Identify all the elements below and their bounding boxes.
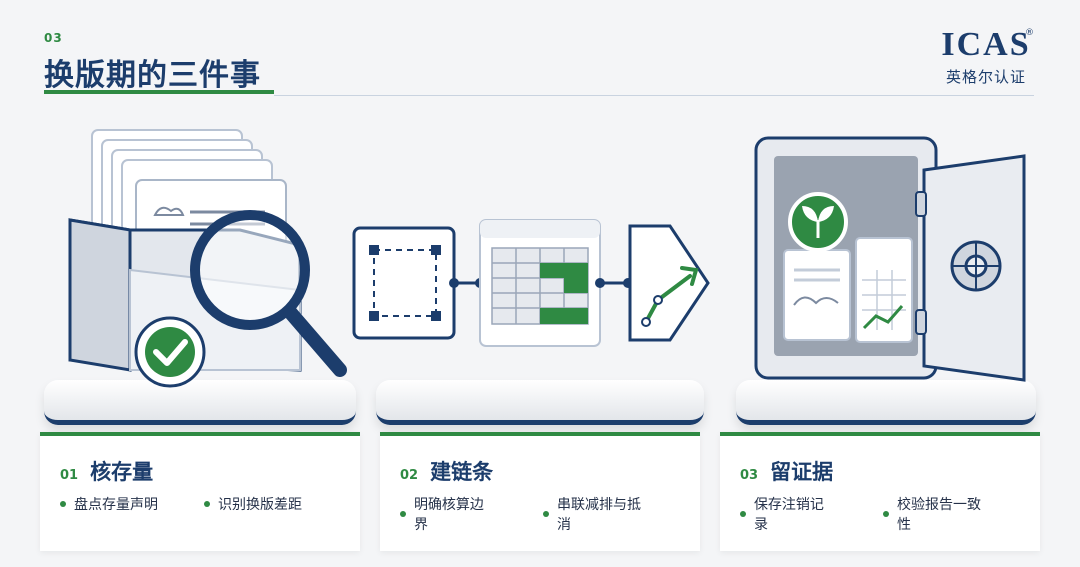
bullet-item: 校验报告一致性 [883, 494, 994, 534]
bullet-item: 保存注销记录 [740, 494, 837, 534]
step-title: 留证据 [770, 460, 834, 484]
bullet-dot-icon [204, 501, 210, 507]
step-number: 03 [740, 468, 759, 483]
bullet-item: 识别换版差距 [204, 494, 302, 514]
step-card-3: 03 留证据 保存注销记录 校验报告一致性 [720, 432, 1040, 551]
illustration-row [0, 100, 1080, 435]
pedestal [44, 380, 356, 425]
pedestal [376, 380, 704, 425]
boundary-icon [352, 226, 456, 340]
trend-arrow-icon [628, 224, 710, 342]
bullet-dot-icon [740, 511, 746, 517]
icas-logo: ICAS ® 英格尔认证 [936, 28, 1036, 87]
pedestal [736, 380, 1036, 425]
bullet-dot-icon [60, 501, 66, 507]
leaf-badge-icon [788, 192, 848, 252]
step-title: 建链条 [430, 460, 494, 484]
logo-subtitle: 英格尔认证 [945, 68, 1026, 86]
magnifier-icon [190, 210, 347, 377]
chain-illustration [352, 219, 710, 347]
logo-wordmark: ICAS [941, 26, 1031, 63]
section-number: 03 [44, 31, 63, 45]
folder-icon [68, 129, 347, 388]
step-title: 核存量 [90, 460, 154, 484]
bullet-item: 盘点存量声明 [60, 494, 158, 514]
step-card-2: 02 建链条 明确核算边界 串联减排与抵消 [380, 432, 700, 551]
page-title: 换版期的三件事 [44, 58, 261, 93]
safe-icon [754, 136, 1026, 382]
step-number: 01 [60, 468, 79, 483]
check-icon [134, 316, 206, 388]
document-icon [783, 237, 913, 343]
bullet-dot-icon [883, 511, 889, 517]
bullet-dot-icon [400, 511, 406, 517]
page-header: 03 换版期的三件事 ICAS ® 英格尔认证 [0, 0, 1080, 100]
logo-registered-mark: ® [1025, 28, 1034, 38]
table-icon [479, 219, 601, 347]
header-divider [274, 95, 1034, 96]
bullet-item: 串联减排与抵消 [543, 494, 654, 534]
step-card-1: 01 核存量 盘点存量声明 识别换版差距 [40, 432, 360, 551]
bullet-dot-icon [543, 511, 549, 517]
step-number: 02 [400, 468, 419, 483]
title-underline [44, 90, 274, 94]
bullet-item: 明确核算边界 [400, 494, 497, 534]
